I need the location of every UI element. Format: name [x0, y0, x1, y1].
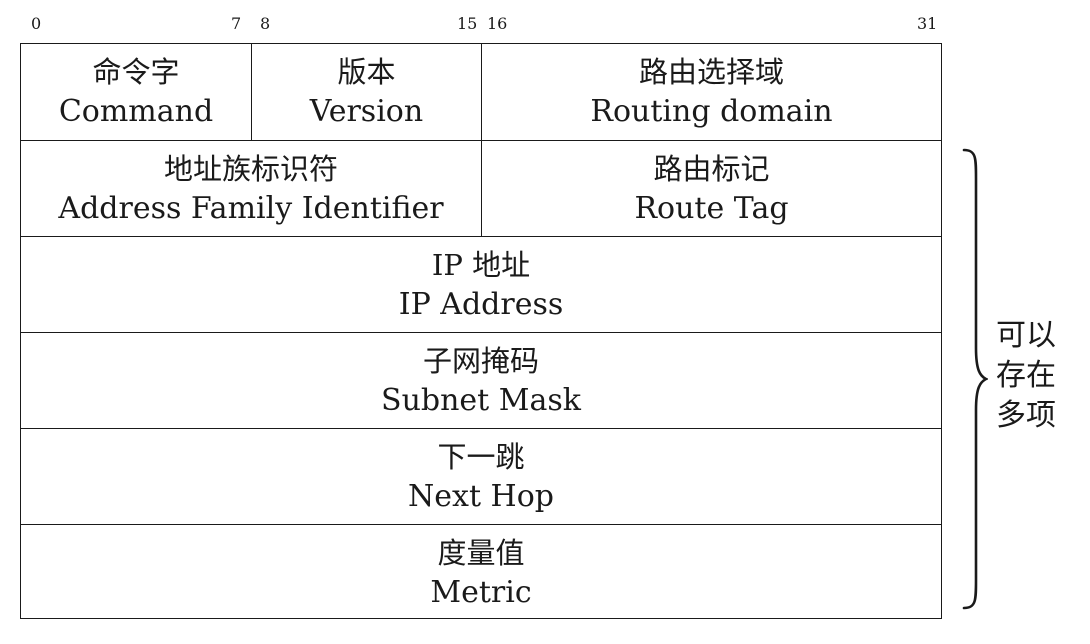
field-label-en: IP Address — [398, 286, 564, 322]
bit-label-0: 0 — [31, 14, 42, 33]
field-label-en: Address Family Identifier — [58, 190, 444, 226]
field-label-cn: 命令字 — [92, 55, 180, 89]
field-label-cn: 下一跳 — [437, 439, 525, 474]
field-label-cn: 度量值 — [437, 535, 525, 570]
field-label-cn: 路由选择域 — [638, 55, 784, 89]
field-label-en: Next Hop — [408, 478, 554, 514]
entry-row-subnet-mask: 子网掩码 Subnet Mask — [21, 332, 941, 428]
subnet-mask-field: 子网掩码 Subnet Mask — [21, 333, 941, 428]
ip-address-field: IP 地址 IP Address — [21, 237, 941, 332]
metric-field: 度量值 Metric — [21, 525, 941, 620]
field-label-cn: 子网掩码 — [422, 343, 539, 378]
bit-label-16: 16 — [487, 14, 508, 33]
field-label-en: Command — [58, 94, 214, 129]
command-field: 命令字 Command — [21, 44, 251, 140]
field-label-cn: 路由标记 — [653, 151, 770, 186]
bit-label-15: 15 — [457, 14, 478, 33]
version-field: 版本 Version — [251, 44, 481, 140]
bit-label-8: 8 — [260, 14, 271, 33]
header-row: 命令字 Command 版本 Version 路由选择域 Routing dom… — [21, 44, 941, 140]
rip-packet-format: 命令字 Command 版本 Version 路由选择域 Routing dom… — [20, 43, 942, 619]
next-hop-field: 下一跳 Next Hop — [21, 429, 941, 524]
right-brace-icon — [962, 148, 988, 610]
entry-row-afi-tag: 地址族标识符 Address Family Identifier 路由标记 Ro… — [21, 140, 941, 236]
route-tag-field: 路由标记 Route Tag — [481, 141, 941, 236]
entry-row-ip-address: IP 地址 IP Address — [21, 236, 941, 332]
field-label-cn: 地址族标识符 — [163, 151, 338, 186]
field-label-en: Routing domain — [590, 94, 833, 129]
field-label-cn: IP 地址 — [431, 247, 531, 282]
repeat-note: 可以 存在 多项 — [996, 318, 1056, 433]
bit-label-31: 31 — [917, 14, 938, 33]
address-family-identifier-field: 地址族标识符 Address Family Identifier — [21, 141, 481, 236]
field-label-en: Subnet Mask — [381, 382, 581, 418]
field-label-en: Version — [309, 94, 424, 129]
entry-row-next-hop: 下一跳 Next Hop — [21, 428, 941, 524]
entry-row-metric: 度量值 Metric — [21, 524, 941, 620]
routing-domain-field: 路由选择域 Routing domain — [481, 44, 941, 140]
bit-label-7: 7 — [231, 14, 242, 33]
field-label-en: Metric — [430, 574, 532, 610]
field-label-en: Route Tag — [634, 190, 789, 226]
field-label-cn: 版本 — [337, 55, 396, 89]
